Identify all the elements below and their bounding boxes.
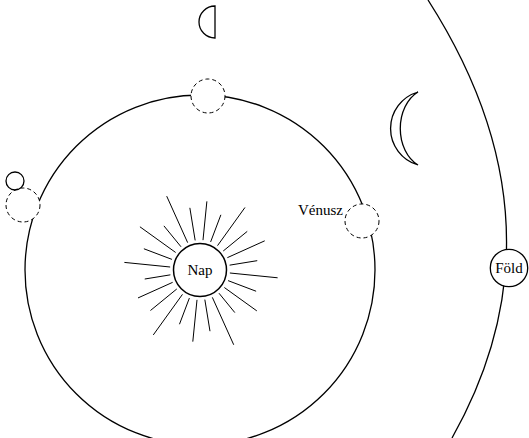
venus-position bbox=[6, 188, 40, 222]
sun-ray bbox=[230, 273, 278, 278]
sun-ray bbox=[153, 294, 182, 335]
sun-ray bbox=[205, 300, 210, 332]
half-phase bbox=[199, 6, 215, 38]
sun-ray bbox=[227, 241, 264, 258]
sun-ray bbox=[193, 300, 197, 342]
sun-ray bbox=[223, 231, 247, 251]
node-text: Nap bbox=[188, 262, 213, 279]
venus-orbit bbox=[25, 95, 375, 438]
sun-ray bbox=[124, 262, 170, 267]
sun-rays bbox=[124, 196, 277, 345]
circle-outline bbox=[490, 249, 527, 286]
sun-ray bbox=[218, 207, 245, 245]
sun-ray bbox=[211, 215, 221, 242]
earth-orbit bbox=[428, 0, 507, 438]
sun-ray bbox=[228, 281, 256, 292]
sun-ray bbox=[230, 261, 258, 266]
sun-ray bbox=[219, 293, 235, 312]
sun-circle: Nap bbox=[172, 242, 228, 298]
circle-outline bbox=[174, 244, 227, 297]
venus-position bbox=[191, 79, 225, 113]
node-text: Föld bbox=[495, 260, 523, 277]
planet-label: Vénusz bbox=[297, 202, 344, 219]
sun-ray bbox=[167, 196, 188, 242]
sun-ray bbox=[190, 208, 195, 241]
sun-ray bbox=[224, 288, 256, 311]
sun-ray bbox=[145, 275, 171, 279]
sun-ray bbox=[140, 227, 176, 253]
venus-position bbox=[345, 204, 379, 238]
sun-ray bbox=[212, 297, 233, 344]
full-phase bbox=[6, 172, 24, 190]
sun-ray bbox=[164, 226, 181, 247]
earth-circle: Föld bbox=[489, 248, 529, 288]
sun-ray bbox=[203, 201, 207, 240]
sun-ray bbox=[150, 289, 176, 311]
sun-ray bbox=[179, 298, 189, 324]
crescent-phase bbox=[391, 92, 418, 165]
sun-ray bbox=[138, 282, 173, 298]
sun-ray bbox=[144, 249, 172, 260]
